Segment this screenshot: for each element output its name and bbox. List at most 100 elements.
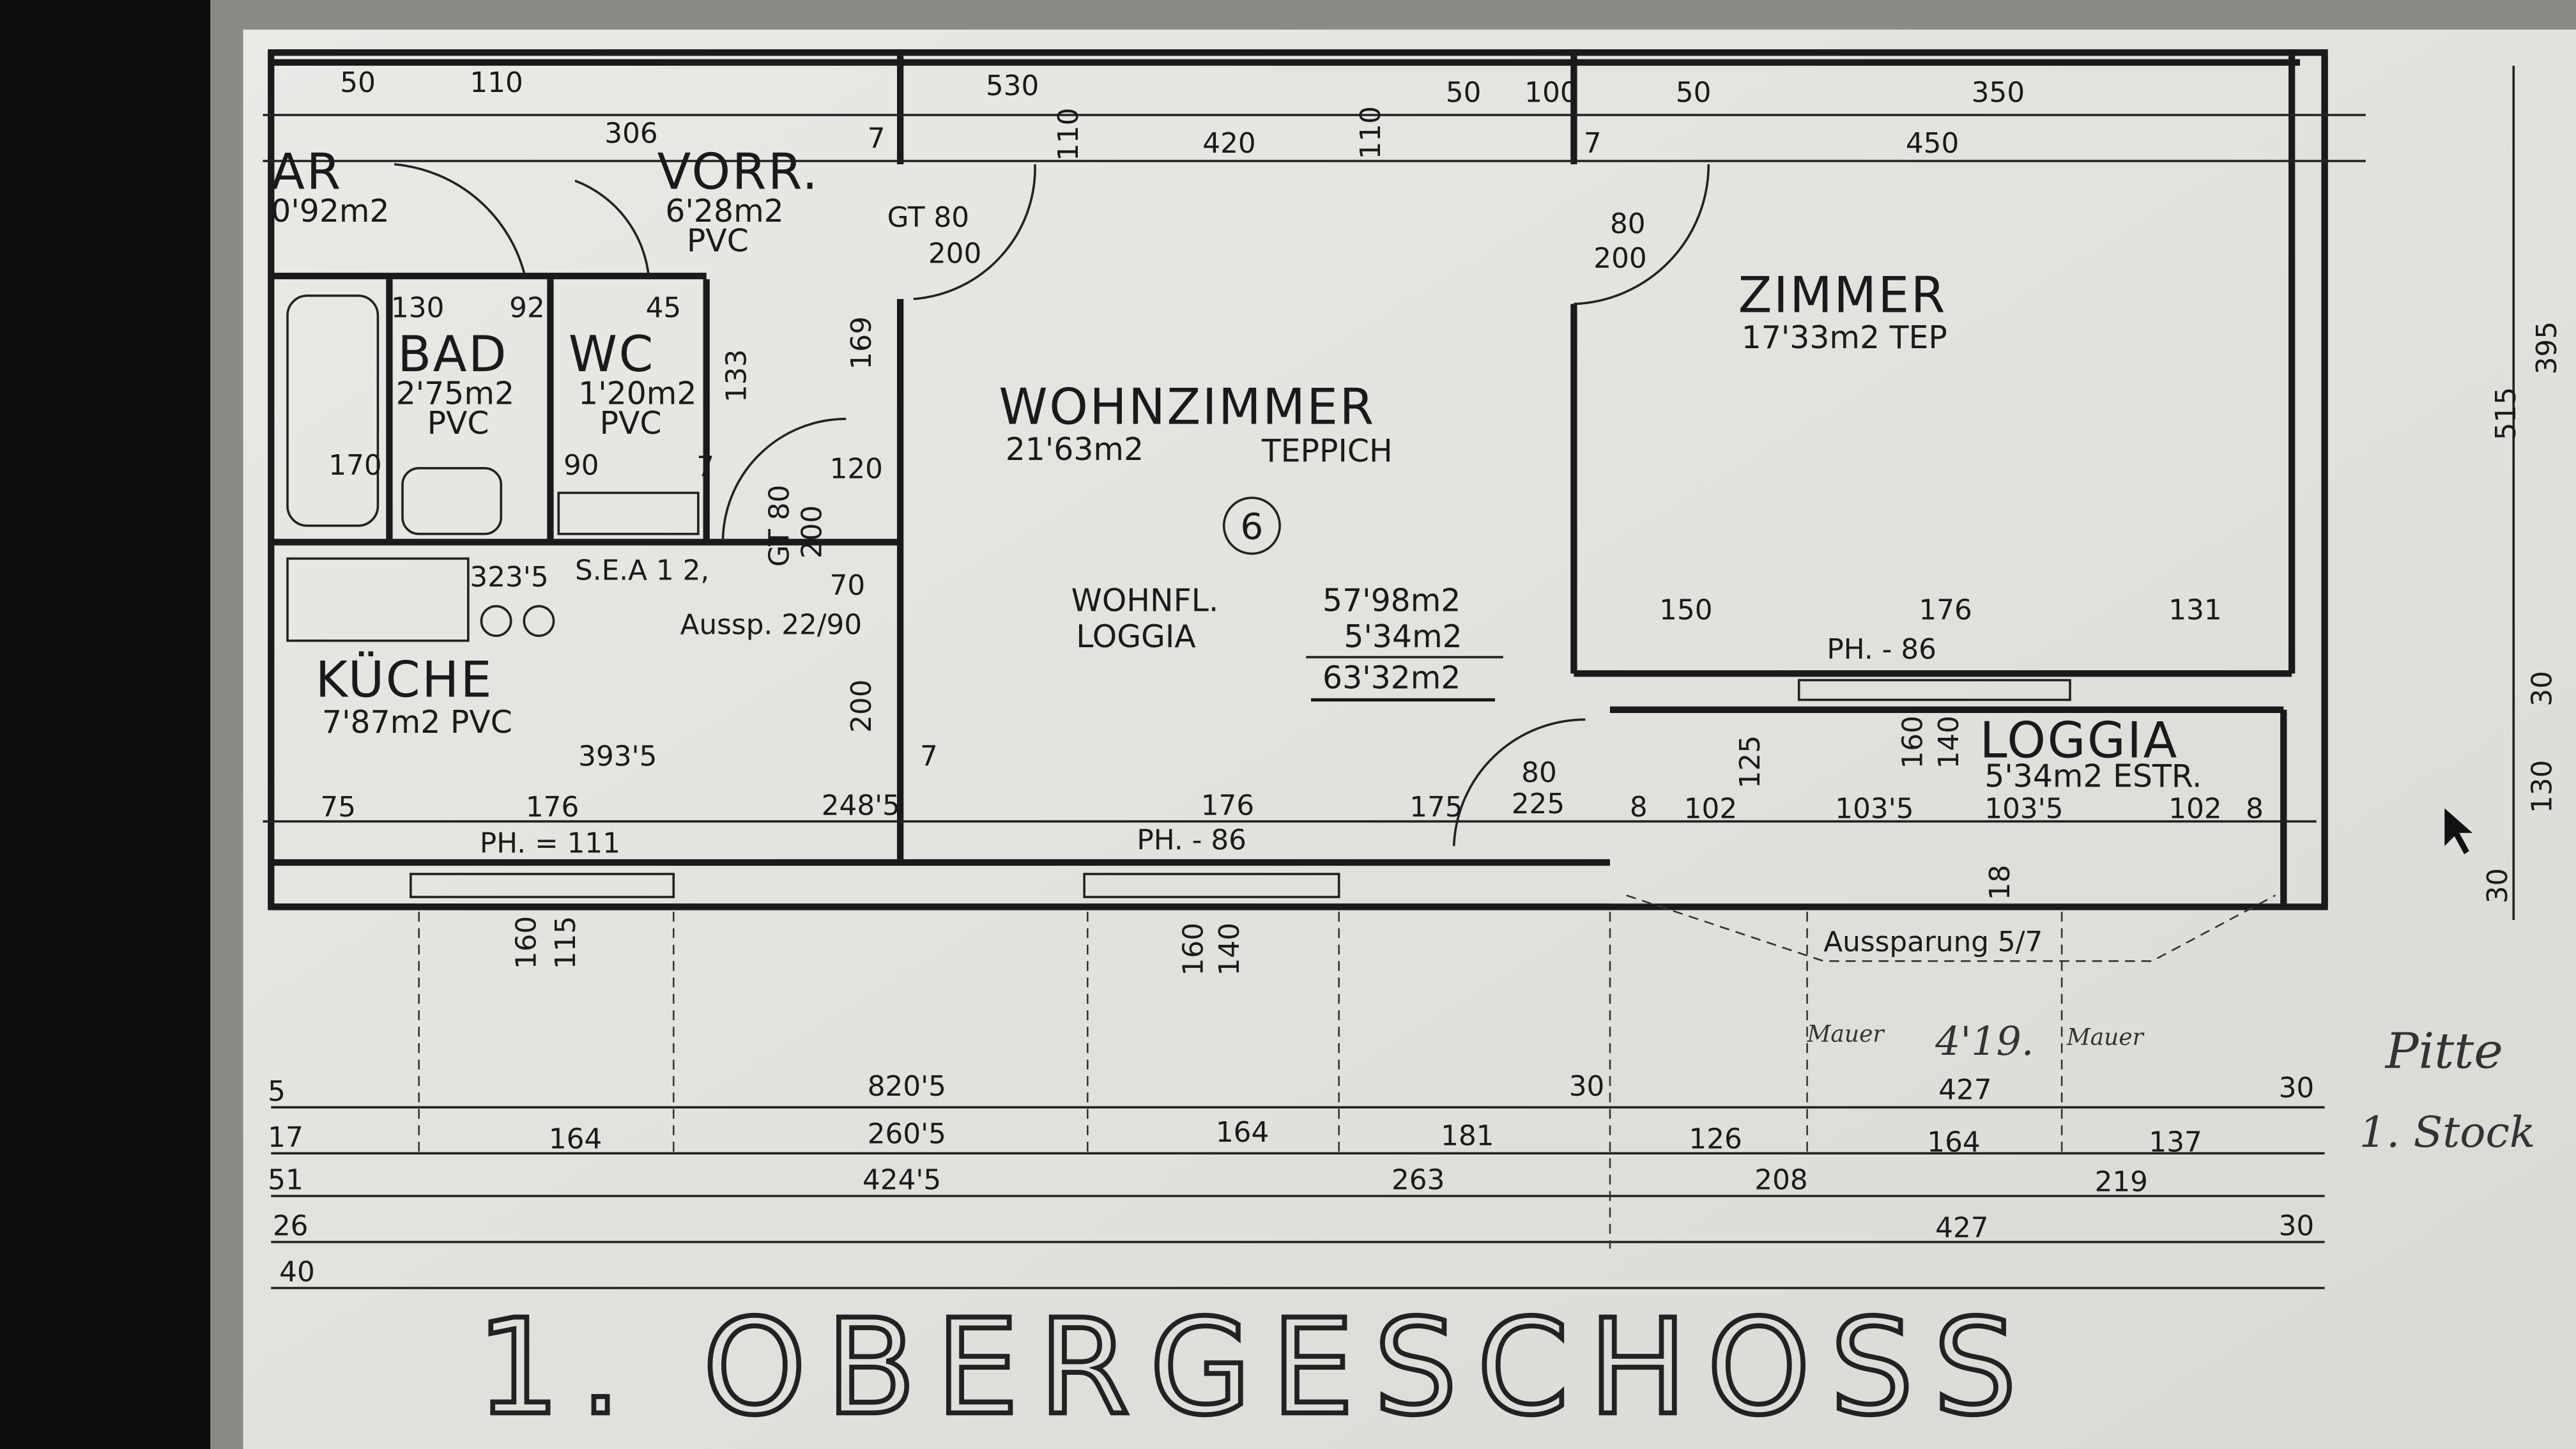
handwritten-mauer-right: Mauer (2066, 1024, 2145, 1050)
room-wohnzimmer-area: 21'63m2 (1006, 431, 1144, 468)
room-bad-label: BAD (397, 326, 508, 383)
dim-label: 110 (1354, 106, 1387, 159)
dim-label: 140 (1933, 716, 1965, 769)
dim-label: 175 (1409, 791, 1462, 824)
dim-label: 260'5 (868, 1118, 946, 1151)
dim-label: 17 (268, 1121, 303, 1154)
floor-title: 1. OBERGESCHOSS (477, 1291, 2037, 1444)
dim-label: 110 (1052, 108, 1085, 161)
dim-label: 30 (2481, 868, 2514, 904)
dim-label: 30 (1569, 1070, 1605, 1103)
dim-label: 125 (1734, 735, 1767, 788)
dim-label: 820'5 (868, 1070, 946, 1103)
dim-label: 160 (1177, 923, 1209, 976)
loggia-summary-value: 5'34m2 (1344, 618, 1462, 655)
handwritten-notes: Mauer 4'19. Mauer Pitte 1. Stock (1807, 1018, 2536, 1157)
unit-number-circle (1222, 496, 1281, 555)
dim-label: Aussparung 5/7 (1823, 926, 2043, 958)
dim-label: 103'5 (1835, 793, 1913, 825)
dim-label: 7 (920, 740, 938, 772)
dim-label: 140 (1213, 923, 1246, 976)
room-zimmer-area: 17'33m2 TEP (1742, 319, 1947, 356)
dim-label: 50 (1676, 76, 1712, 109)
dim-label: 424'5 (862, 1164, 941, 1197)
dim-label: 208 (1754, 1164, 1807, 1197)
dim-label: 7 (1584, 127, 1602, 160)
handwritten-mauer-left: Mauer (1807, 1021, 1885, 1047)
dim-label: 169 (845, 316, 878, 369)
room-vorr-floor: PVC (687, 222, 749, 259)
unit-number: 6 (1240, 505, 1263, 548)
dim-label: 75 (320, 791, 356, 824)
dim-label: 200 (796, 505, 829, 558)
dim-label: 176 (1919, 594, 1972, 626)
plan-paper (243, 29, 2576, 1449)
dim-label: 164 (1927, 1126, 1980, 1159)
room-bad-area: 2'75m2 (396, 376, 514, 412)
dim-label: 45 (646, 291, 682, 324)
dim-label: 164 (1216, 1116, 1269, 1149)
dim-label: 50 (1446, 76, 1482, 109)
room-zimmer-label: ZIMMER (1738, 267, 1947, 325)
dim-label: 90 (564, 449, 599, 482)
dim-label: 263 (1392, 1164, 1445, 1197)
dim-label: 8 (1630, 791, 1648, 824)
dim-label: PH. = 111 (480, 827, 620, 860)
dim-label: 100 (1524, 76, 1577, 109)
dim-label: 427 (1938, 1073, 1991, 1106)
dim-label: 350 (1972, 76, 2025, 109)
loggia-summary-label: LOGGIA (1076, 618, 1195, 655)
dimension-lines (263, 65, 2515, 1289)
dim-label: 120 (830, 452, 883, 485)
dim-label: 133 (720, 349, 753, 402)
dim-label: 306 (604, 118, 657, 150)
dim-label: 103'5 (1984, 793, 2063, 825)
room-loggia-label: LOGGIA (1980, 712, 2179, 769)
room-wohnzimmer-floor: TEPPICH (1261, 433, 1393, 470)
dim-label: 200 (928, 237, 981, 270)
handwritten-name: Pitte (2384, 1022, 2503, 1080)
dim-label: S.E.A 1 2, (575, 555, 709, 587)
handwritten-floor: 1. Stock (2359, 1107, 2536, 1157)
room-wc-area: 1'20m2 (578, 376, 696, 412)
dim-label: 126 (1689, 1123, 1742, 1155)
dim-label: 51 (268, 1164, 303, 1197)
dim-label: 248'5 (822, 789, 900, 822)
room-ar-label: AR (271, 144, 342, 201)
dim-label: 164 (549, 1123, 602, 1155)
dim-label: 515 (2490, 387, 2522, 440)
room-loggia-area: 5'34m2 ESTR. (1984, 758, 2202, 795)
dim-label: 225 (1512, 788, 1565, 820)
area-summary: WOHNFL. 57'98m2 LOGGIA 5'34m2 63'32m2 (1071, 583, 1503, 702)
dim-label: 130 (391, 291, 444, 324)
dim-label: 70 (830, 569, 866, 602)
room-vorr-label: VORR. (657, 144, 820, 201)
wohnfl-label: WOHNFL. (1071, 583, 1219, 619)
dim-label: 5 (268, 1075, 286, 1108)
dim-label: 30 (2526, 671, 2558, 707)
dim-label: 450 (1906, 127, 1959, 160)
room-wohnzimmer-label: WOHNZIMMER (999, 378, 1375, 436)
dim-label: 26 (273, 1210, 309, 1243)
dim-label: 102 (1684, 793, 1737, 825)
dim-label: 181 (1441, 1119, 1494, 1152)
dim-label: 323'5 (470, 561, 548, 594)
wohnfl-value: 57'98m2 (1322, 583, 1460, 619)
dim-label: 200 (1593, 242, 1646, 275)
dim-label: Aussp. 22/90 (680, 609, 862, 641)
dim-label: 92 (509, 291, 545, 324)
dim-label: 110 (470, 66, 523, 99)
room-bad-floor: PVC (427, 405, 489, 441)
dim-label: 80 (1610, 208, 1646, 240)
dim-label: 420 (1202, 127, 1255, 160)
dim-label: 160 (510, 916, 542, 969)
dim-label: 7 (696, 451, 714, 484)
dim-label: 18 (1984, 865, 2016, 901)
mouse-cursor-icon (2444, 808, 2472, 855)
room-vorr-area: 6'28m2 (665, 193, 783, 229)
walls (268, 49, 2328, 962)
dim-label: 427 (1935, 1211, 1988, 1244)
dim-label: PH. - 86 (1137, 824, 1246, 856)
dim-label: 102 (2168, 793, 2221, 825)
